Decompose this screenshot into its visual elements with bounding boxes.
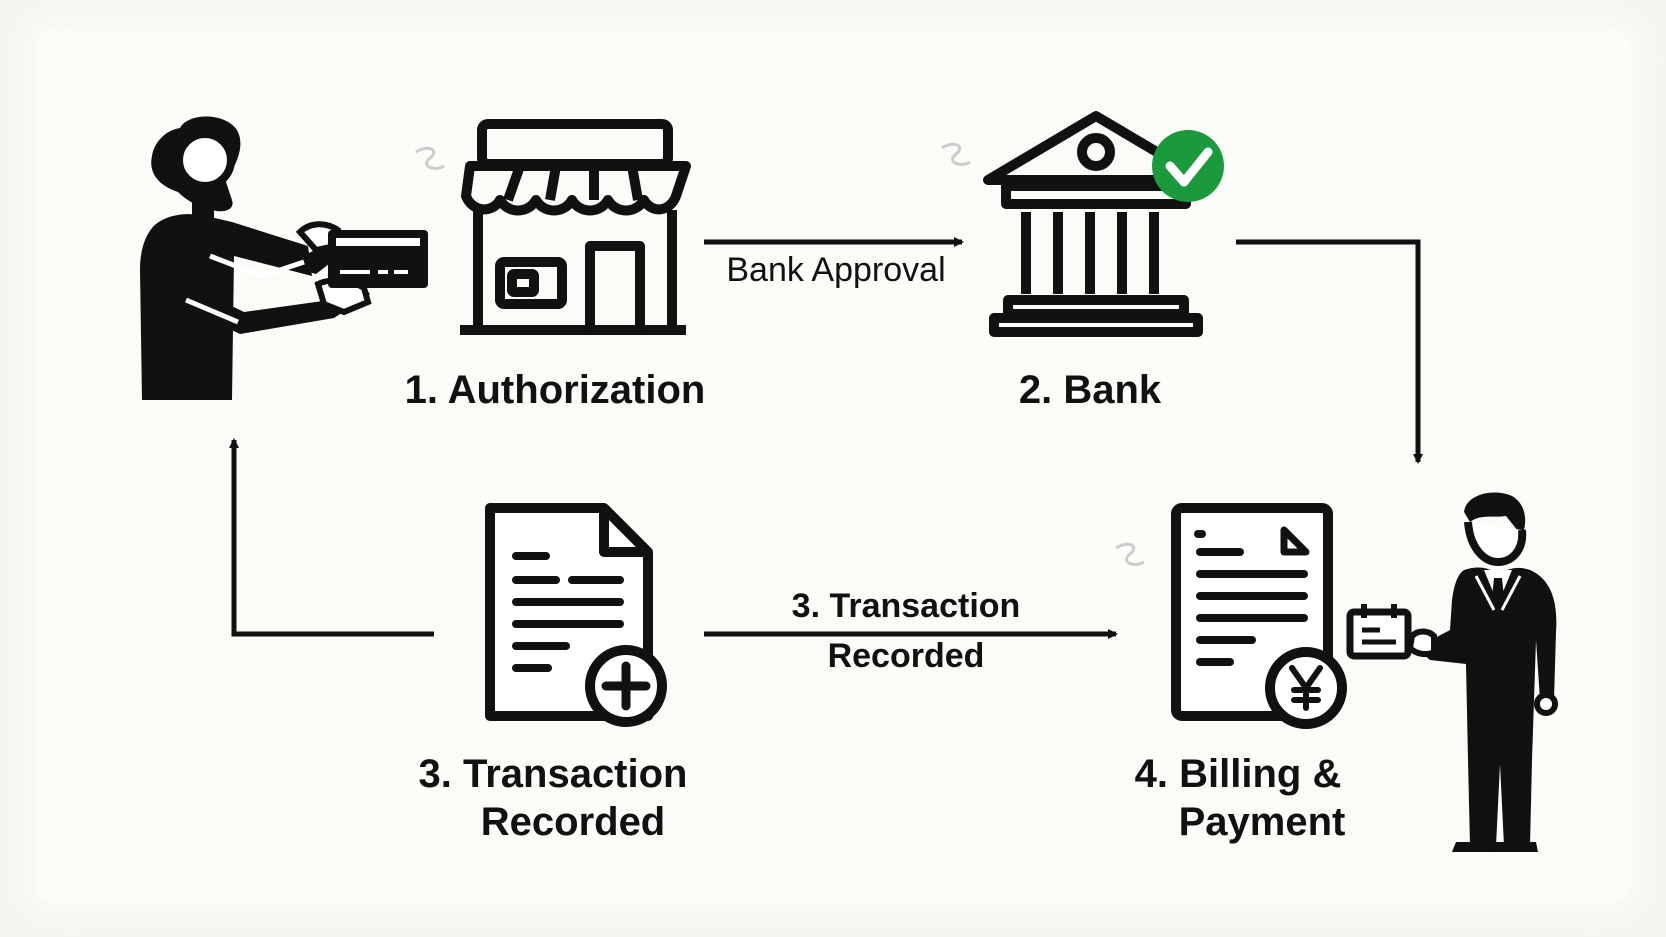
diagram-panel bbox=[36, 30, 1630, 902]
person-with-card-icon bbox=[140, 116, 428, 400]
document-plus-icon bbox=[485, 503, 667, 727]
node-label-billing-line2: Payment bbox=[1178, 800, 1346, 844]
check-badge-icon bbox=[1152, 130, 1224, 202]
node-label-transaction-recorded-line2: Recorded bbox=[480, 800, 666, 844]
arrow-record-to-customer bbox=[229, 438, 434, 637]
invoice-yen-icon bbox=[1171, 503, 1347, 729]
storefront-icon bbox=[460, 119, 691, 335]
credit-card-icon bbox=[328, 230, 428, 288]
sparkle-mark bbox=[415, 142, 1145, 566]
calendar-card-icon bbox=[1346, 604, 1412, 660]
businessman-with-card-icon bbox=[1346, 492, 1558, 852]
edge-label-transaction-recorded-line2: Recorded bbox=[827, 637, 985, 675]
plus-icon bbox=[585, 645, 667, 727]
node-label-transaction-recorded-line1: 3. Transaction bbox=[418, 752, 688, 796]
node-label-authorization: 1. Authorization bbox=[404, 368, 706, 412]
yen-icon bbox=[1265, 647, 1347, 729]
edge-label-bank-approval: Bank Approval bbox=[726, 251, 946, 289]
arrow-bank-to-merchant bbox=[1236, 239, 1423, 464]
node-label-bank: 2. Bank bbox=[1018, 368, 1162, 412]
node-label-billing-line1: 4. Billing & bbox=[1134, 752, 1342, 796]
edge-label-transaction-recorded-line1: 3. Transaction bbox=[791, 587, 1021, 625]
